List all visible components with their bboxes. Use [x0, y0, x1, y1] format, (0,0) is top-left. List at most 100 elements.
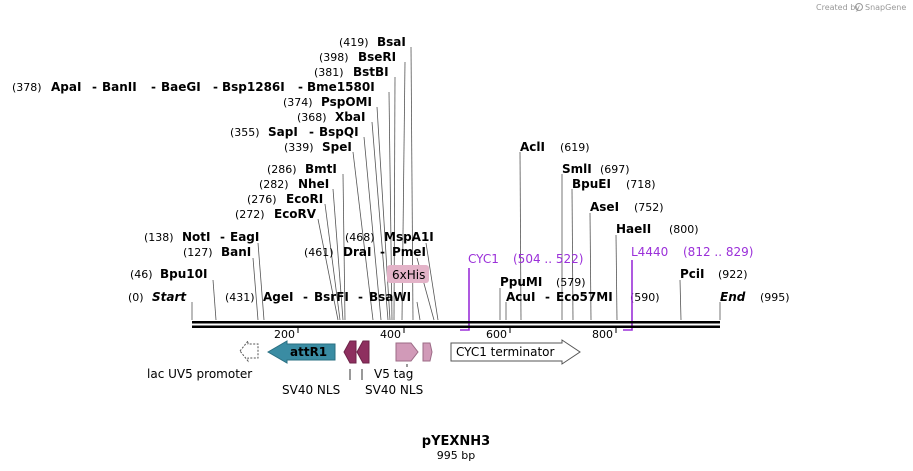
site-sep: - — [220, 230, 225, 244]
site-name: MspA1I — [384, 230, 434, 244]
feature-cyc1-terminator[interactable]: CYC1 terminator — [450, 339, 581, 365]
site-sep: - — [545, 290, 550, 304]
site-haeII[interactable]: HaeII (800) — [616, 222, 699, 236]
site-age-group[interactable]: (431) AgeI - BsrFI - BsaWI — [225, 290, 411, 304]
site-name: BseRI — [358, 50, 396, 64]
site-name: SmlI — [562, 162, 592, 176]
site-sep: - — [213, 80, 218, 94]
site-xbaI[interactable]: (368) XbaI — [297, 110, 365, 124]
site-name-pmeI: PmeI — [392, 245, 426, 259]
site-smlI[interactable]: SmlI (697) — [562, 162, 630, 176]
site-pos: (282) — [259, 178, 289, 191]
site-aclI[interactable]: AclI (619) — [520, 140, 590, 154]
primer-l4440[interactable]: L4440 (812 .. 829) — [623, 245, 753, 331]
site-name: EcoRV — [274, 207, 317, 221]
site-apa-group[interactable]: (378) ApaI - BanII - BaeGI - Bsp1286I - … — [12, 80, 375, 94]
site-name: Start — [152, 290, 187, 304]
site-dra-group[interactable]: (461) DraI - PmeI — [304, 245, 426, 259]
site-bstBI[interactable]: (381) BstBI — [314, 65, 389, 79]
his-tag-label[interactable]: 6xHis — [387, 265, 429, 283]
site-bpu10I[interactable]: (46) Bpu10I — [130, 267, 207, 281]
site-pspOMI[interactable]: (374) PspOMI — [283, 95, 372, 109]
site-pos: (579) — [556, 276, 586, 289]
snapgene-credit: Created by SnapGene — [816, 3, 906, 12]
sv40-nls-2-arrow — [356, 340, 370, 364]
backbone — [192, 321, 720, 328]
primer-name: CYC1 — [468, 252, 499, 266]
ruler-label-800: 800 — [592, 328, 613, 341]
site-pos: (619) — [560, 141, 590, 154]
feature-sv40-nls-2[interactable] — [356, 340, 370, 364]
site-name-sapI: SapI — [268, 125, 298, 139]
site-pos: (138) — [144, 231, 174, 244]
ruler-label-400: 400 — [380, 328, 401, 341]
feature-v5-tag[interactable] — [395, 342, 419, 362]
site-acu-group[interactable]: AcuI - Eco57MI (590) — [506, 290, 660, 304]
site-end[interactable]: End (995) — [720, 290, 790, 304]
site-not-group[interactable]: (138) NotI - EagI — [144, 230, 259, 244]
site-banI[interactable]: (127) BanI — [183, 245, 251, 259]
cyc1-terminator-arrow — [450, 339, 581, 365]
feature-sv40-nls-1[interactable] — [343, 340, 357, 364]
site-pos: (46) — [130, 268, 153, 281]
site-pos: (752) — [634, 201, 664, 214]
site-pos: (276) — [247, 193, 277, 206]
feature-lac-uv5[interactable]: lac UV5 promoter — [147, 339, 259, 381]
site-name: BsaI — [377, 35, 406, 49]
site-pos: (286) — [267, 163, 297, 176]
plasmid-name: pYEXNH3 — [422, 434, 490, 449]
site-pos: (800) — [669, 223, 699, 236]
site-sep: - — [358, 290, 363, 304]
site-name: PpuMI — [500, 275, 542, 289]
site-name: End — [720, 290, 746, 304]
attR1-arrow — [267, 340, 336, 364]
site-name: PciI — [680, 267, 705, 281]
site-name-banII: BanII — [102, 80, 137, 94]
site-ecoRI[interactable]: (276) EcoRI — [247, 192, 323, 206]
site-name: HaeII — [616, 222, 651, 236]
site-bmtI[interactable]: (286) BmtI — [267, 162, 337, 176]
site-ecoRV[interactable]: (272) EcoRV — [235, 207, 317, 221]
site-name-notI: NotI — [182, 230, 211, 244]
site-name: NheI — [298, 177, 329, 191]
site-name-ageI: AgeI — [263, 290, 293, 304]
site-pos: (398) — [319, 51, 349, 64]
site-aseI[interactable]: AseI (752) — [590, 200, 664, 214]
site-nheI[interactable]: (282) NheI — [259, 177, 329, 191]
feature-his-block[interactable] — [422, 342, 433, 362]
site-name-eco57MI: Eco57MI — [556, 290, 613, 304]
site-sep: - — [303, 290, 308, 304]
ruler-ticks — [297, 328, 617, 333]
site-pos: (381) — [314, 66, 344, 79]
site-pos: (461) — [304, 246, 334, 259]
site-bsaI[interactable]: (419) BsaI — [339, 35, 406, 49]
site-name: EcoRI — [286, 192, 323, 206]
site-sep: - — [309, 125, 314, 139]
lac-uv5-arrow — [239, 339, 259, 363]
site-pos: (468) — [345, 231, 375, 244]
site-name-bsp1286I: Bsp1286I — [222, 80, 285, 94]
site-name: BmtI — [305, 162, 337, 176]
site-speI[interactable]: (339) SpeI — [284, 140, 352, 154]
feature-attR1[interactable]: attR1 — [267, 340, 336, 364]
site-name-bme1580I: Bme1580I — [307, 80, 375, 94]
site-bpuEI[interactable]: BpuEI (718) — [572, 177, 656, 191]
site-pciI[interactable]: PciI (922) — [680, 267, 748, 281]
primer-cyc1[interactable]: CYC1 (504 .. 522) — [460, 252, 583, 331]
site-ppuMI[interactable]: PpuMI (579) — [500, 275, 586, 289]
plasmid-length: 995 bp — [437, 449, 475, 462]
site-pos: (272) — [235, 208, 265, 221]
site-sap-group[interactable]: (355) SapI - BspQI — [230, 125, 359, 139]
v5-tag-arrow — [395, 342, 419, 362]
site-mspA1I[interactable]: (468) MspA1I — [345, 230, 434, 244]
his-tag-text: 6xHis — [392, 268, 425, 282]
ruler-label-600: 600 — [486, 328, 507, 341]
v5-tag-label: V5 tag — [374, 367, 413, 381]
site-name: AclI — [520, 140, 545, 154]
site-start[interactable]: (0) Start — [128, 290, 187, 304]
site-bseRI[interactable]: (398) BseRI — [319, 50, 396, 64]
site-name: XbaI — [335, 110, 365, 124]
site-pos: (374) — [283, 96, 313, 109]
site-name: PspOMI — [321, 95, 372, 109]
